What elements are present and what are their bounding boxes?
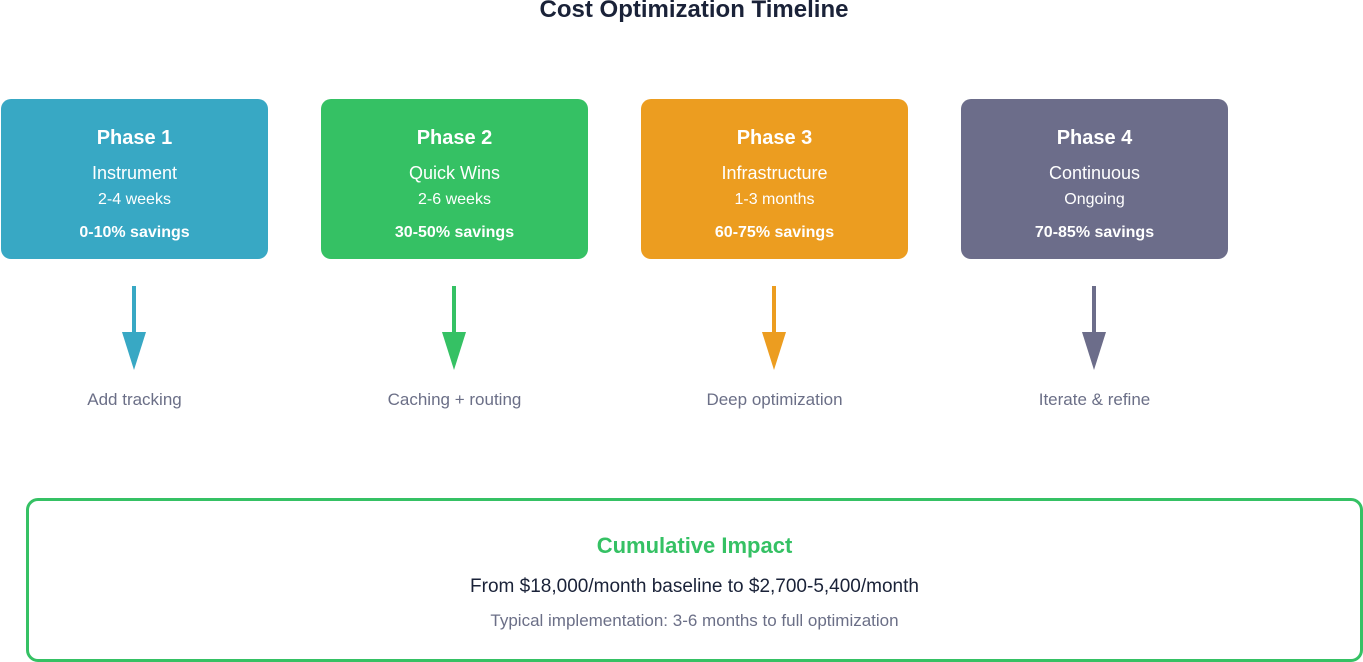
down-arrow-icon xyxy=(1082,286,1106,370)
phase-duration: 2-6 weeks xyxy=(418,191,491,208)
phase-title: Phase 2 xyxy=(416,127,493,149)
down-arrow-icon xyxy=(122,286,146,370)
phase-name: Continuous xyxy=(1048,163,1141,183)
phase-card-2: Phase 2 Quick Wins 2-6 weeks 30-50% savi… xyxy=(321,99,588,259)
phase-action-label: Deep optimization xyxy=(706,390,843,409)
phase-title: Phase 1 xyxy=(96,127,173,149)
phase-name: Quick Wins xyxy=(408,163,500,183)
phase-duration: 2-4 weeks xyxy=(98,191,171,208)
phase-card-4: Phase 4 Continuous Ongoing 70-85% saving… xyxy=(961,99,1228,259)
phase-savings: 0-10% savings xyxy=(79,224,190,241)
down-arrow-icon xyxy=(762,286,786,370)
phase-name: Instrument xyxy=(91,163,178,183)
phase-action-label: Iterate & refine xyxy=(1038,390,1151,409)
phase-savings: 60-75% savings xyxy=(714,224,835,241)
page-title: Cost Optimization Timeline xyxy=(539,0,849,23)
cumulative-impact-box: Cumulative Impact From $18,000/month bas… xyxy=(26,498,1363,662)
phase-savings: 70-85% savings xyxy=(1034,224,1155,241)
phase-card-1: Phase 1 Instrument 2-4 weeks 0-10% savin… xyxy=(1,99,268,259)
phase-card-3: Phase 3 Infrastructure 1-3 months 60-75%… xyxy=(641,99,908,259)
phase-duration: 1-3 months xyxy=(734,191,815,208)
phase-savings: 30-50% savings xyxy=(394,224,515,241)
phase-action-label: Caching + routing xyxy=(387,390,522,409)
phase-title: Phase 4 xyxy=(1056,127,1133,149)
phase-action-label: Add tracking xyxy=(87,390,182,409)
phase-duration: Ongoing xyxy=(1064,191,1125,208)
phase-name: Infrastructure xyxy=(721,163,828,183)
down-arrow-icon xyxy=(442,286,466,370)
impact-summary: From $18,000/month baseline to $2,700-5,… xyxy=(470,576,919,597)
impact-title: Cumulative Impact xyxy=(596,533,793,558)
phase-title: Phase 3 xyxy=(736,127,813,149)
impact-note: Typical implementation: 3-6 months to fu… xyxy=(490,611,899,630)
